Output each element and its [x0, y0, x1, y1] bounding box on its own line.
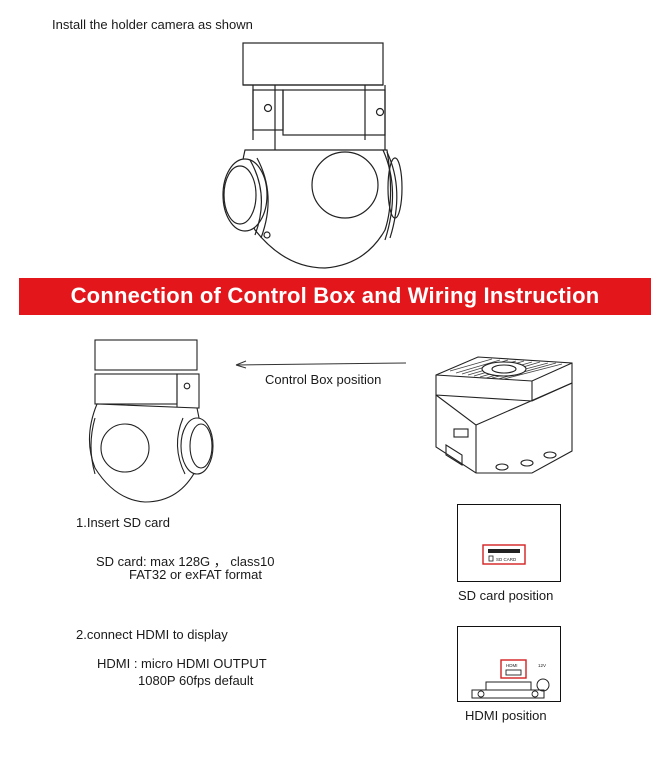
- step2-title: 2.connect HDMI to display: [76, 627, 228, 642]
- step2-line1: HDMI : micro HDMI OUTPUT: [97, 656, 267, 671]
- sd-card-caption: SD card position: [458, 588, 554, 603]
- hdmi-port-diagram: HDMI 12V: [471, 659, 550, 699]
- gimbal-camera-large-illustration: [222, 42, 403, 269]
- step1-title: 1.Insert SD card: [76, 515, 170, 530]
- sd-slot-label: SD CARD: [496, 557, 517, 562]
- control-box-label: Control Box position: [265, 372, 382, 387]
- sd-card-panel: SD CARD: [457, 504, 561, 582]
- step2-line2: 1080P 60fps default: [138, 673, 254, 688]
- arrow-left-icon: [235, 360, 407, 369]
- control-box-illustration: [435, 356, 573, 474]
- banner-title: Connection of Control Box and Wiring Ins…: [70, 283, 600, 308]
- step1-line2: FAT32 or exFAT format: [129, 567, 262, 582]
- step1-line1: SD card: max 128G ， class10: [96, 554, 275, 569]
- intro-text: Install the holder camera as shown: [52, 17, 253, 32]
- section-banner: Connection of Control Box and Wiring Ins…: [19, 278, 651, 315]
- gimbal-camera-small-illustration: [88, 339, 214, 503]
- sd-slot-diagram: SD CARD: [482, 544, 526, 565]
- power-label: 12V: [538, 663, 546, 668]
- hdmi-panel: HDMI 12V: [457, 626, 561, 702]
- hdmi-caption: HDMI position: [465, 708, 547, 723]
- hdmi-port-label: HDMI: [506, 663, 518, 668]
